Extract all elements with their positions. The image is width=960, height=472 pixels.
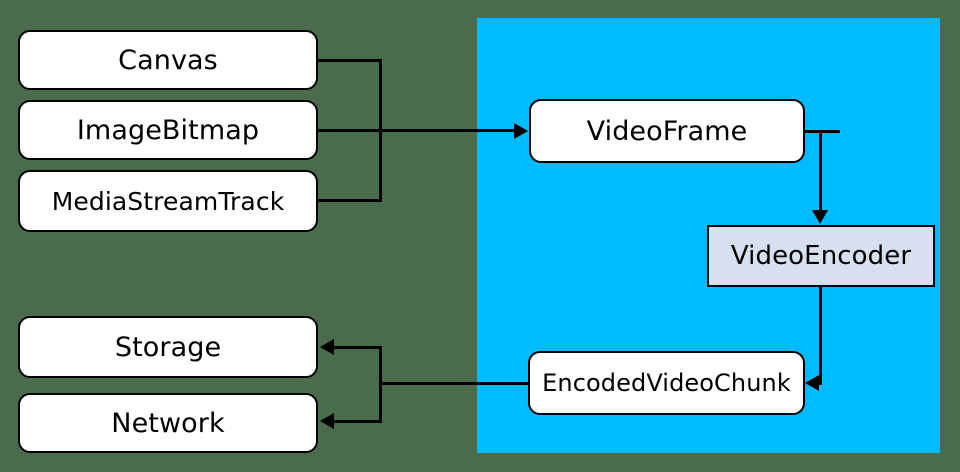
edge-imagebitmap-stub bbox=[318, 129, 382, 132]
node-videoframe[interactable]: VideoFrame bbox=[529, 99, 805, 163]
edge-sources-to-videoframe-arrowhead bbox=[514, 123, 528, 139]
edge-chunk-to-network-line bbox=[334, 420, 382, 423]
edge-chunk-to-storage-line bbox=[334, 346, 382, 349]
edge-chunk-to-network-arrowhead bbox=[320, 413, 334, 429]
edge-sinks-spine bbox=[379, 346, 382, 422]
edge-videoframe-to-videoencoder-arrowhead bbox=[812, 210, 828, 224]
node-videoencoder-label: VideoEncoder bbox=[730, 241, 912, 271]
edge-videoencoder-to-chunk-hline bbox=[818, 382, 822, 385]
node-canvas[interactable]: Canvas bbox=[18, 30, 318, 90]
edge-videoframe-out-line bbox=[805, 130, 840, 133]
node-network-label: Network bbox=[111, 407, 225, 439]
edge-chunk-out-line bbox=[379, 382, 529, 385]
node-videoencoder[interactable]: VideoEncoder bbox=[707, 225, 935, 287]
edge-videoencoder-to-chunk-vline bbox=[819, 287, 822, 384]
node-network[interactable]: Network bbox=[18, 393, 318, 453]
edge-videoframe-to-videoencoder-line bbox=[819, 130, 822, 212]
edge-canvas-stub bbox=[318, 59, 382, 62]
node-canvas-label: Canvas bbox=[118, 44, 218, 76]
node-mediastreamtrack[interactable]: MediaStreamTrack bbox=[18, 170, 318, 232]
edge-mediastreamtrack-stub bbox=[318, 199, 382, 202]
node-imagebitmap-label: ImageBitmap bbox=[76, 114, 260, 146]
node-encodedvideochunk[interactable]: EncodedVideoChunk bbox=[528, 351, 805, 415]
node-encodedvideochunk-label: EncodedVideoChunk bbox=[542, 369, 791, 397]
node-imagebitmap[interactable]: ImageBitmap bbox=[18, 100, 318, 160]
node-storage[interactable]: Storage bbox=[18, 316, 318, 378]
node-storage-label: Storage bbox=[114, 331, 222, 363]
node-mediastreamtrack-label: MediaStreamTrack bbox=[51, 186, 285, 216]
edge-sources-to-videoframe-line bbox=[379, 129, 515, 132]
edge-videoencoder-to-chunk-arrowhead bbox=[805, 375, 819, 391]
node-videoframe-label: VideoFrame bbox=[586, 115, 748, 147]
edge-chunk-to-storage-arrowhead bbox=[320, 339, 334, 355]
